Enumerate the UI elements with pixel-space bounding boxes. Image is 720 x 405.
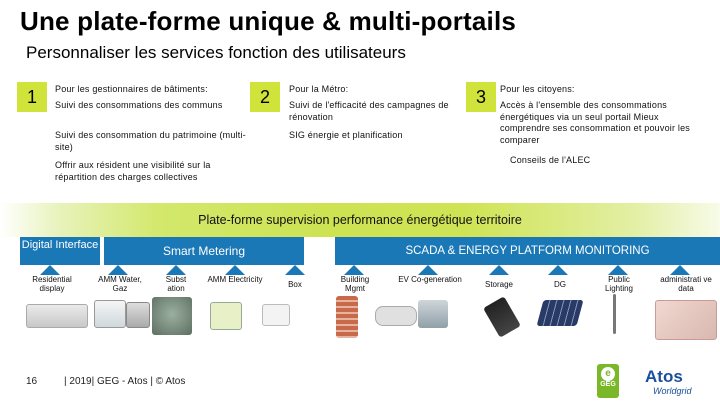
category-label: Residential display (22, 275, 82, 293)
column-1-item: Offrir aux résident une visibilité sur l… (55, 160, 240, 183)
up-arrow-icon (166, 265, 186, 275)
substation-image (152, 297, 192, 335)
column-1-heading: Pour les gestionnaires de bâtiments: (55, 84, 245, 96)
gas-meter-image (126, 302, 150, 328)
up-arrow-icon (108, 265, 128, 275)
scada-header: SCADA & ENERGY PLATFORM MONITORING (335, 237, 720, 265)
up-arrow-icon (344, 265, 364, 275)
number-badge-1: 1 (17, 82, 47, 112)
up-arrow-icon (548, 265, 568, 275)
up-arrow-icon (225, 265, 245, 275)
category-label: Storage (474, 280, 524, 289)
page-title: Une plate-forme unique & multi-portails (20, 6, 516, 37)
category-label: administrati ve data (656, 275, 716, 293)
up-arrow-icon (418, 265, 438, 275)
street-light-image (613, 294, 616, 334)
box-image (262, 304, 290, 326)
page-subtitle: Personnaliser les services fonction des … (26, 43, 406, 63)
geg-logo: e GEG (597, 364, 619, 398)
administrative-map-image (655, 300, 717, 340)
up-arrow-icon (608, 265, 628, 275)
atos-worldgrid-text: Worldgrid (653, 386, 692, 396)
digital-interface-header: Digital Interface (20, 237, 100, 265)
number-badge-3: 3 (466, 82, 496, 112)
solar-panel-image (537, 300, 584, 326)
ev-image (375, 306, 417, 326)
category-label: AMM Water, Gaz (90, 275, 150, 293)
atos-logo: Atos (645, 367, 683, 387)
electricity-meter-image (210, 302, 242, 330)
battery-image (483, 296, 521, 337)
up-arrow-icon (489, 265, 509, 275)
column-1-item: Suivi des consommations des communs (55, 100, 225, 112)
column-3-heading: Pour les citoyens: (500, 84, 680, 96)
column-1-item: Suivi des consommation du patrimoine (mu… (55, 130, 250, 153)
up-arrow-icon (285, 265, 305, 275)
category-label: EV Co-generation (395, 275, 465, 284)
column-3-item: Accès à l'ensemble des consommations éne… (500, 100, 700, 146)
category-label: Building Mgmt (330, 275, 380, 293)
column-3-item: Conseils de l'ALEC (510, 155, 690, 167)
number-badge-2: 2 (250, 82, 280, 112)
smart-metering-header: Smart Metering (104, 237, 304, 265)
column-2-heading: Pour la Métro: (289, 84, 459, 96)
column-2-item: SIG énergie et planification (289, 130, 464, 142)
column-2-item: Suivi de l'efficacité des campagnes de r… (289, 100, 464, 123)
cogeneration-image (418, 300, 448, 328)
category-label: Public Lighting (594, 275, 644, 293)
category-label: Box (280, 280, 310, 289)
water-meter-image (94, 300, 126, 328)
geg-logo-text: GEG (597, 381, 619, 388)
category-label: AMM Electricity (205, 275, 265, 284)
page-number: 16 (26, 376, 37, 387)
footer-text: | 2019| GEG - Atos | © Atos (64, 376, 185, 387)
platform-bar: Plate-forme supervision performance éner… (0, 203, 720, 237)
residential-display-image (26, 304, 88, 328)
building-image (336, 296, 358, 338)
category-label: Subst ation (158, 275, 194, 293)
up-arrow-icon (670, 265, 690, 275)
category-label: DG (545, 280, 575, 289)
up-arrow-icon (40, 265, 60, 275)
